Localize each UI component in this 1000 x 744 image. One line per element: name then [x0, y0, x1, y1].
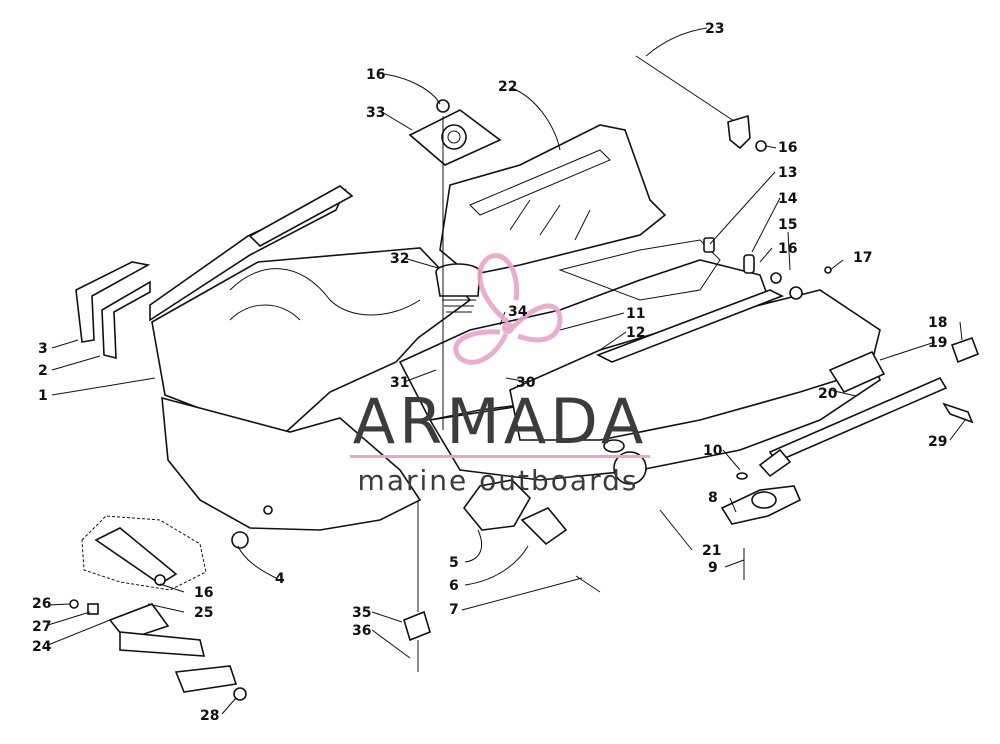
callout-10: 10: [703, 443, 723, 459]
callout-14: 14: [778, 191, 798, 207]
callout-9: 9: [708, 560, 718, 576]
callout-3: 3: [38, 341, 48, 357]
callout-11: 11: [626, 306, 645, 322]
bracket-assembly: [69, 515, 247, 701]
callout-labels: 1 2 3 4 5 6 7 8 9 10 11 12 13 14 15 16 1…: [32, 21, 947, 724]
belly-pan-assembly: [149, 124, 881, 549]
callout-30: 30: [516, 375, 536, 391]
right-rail-parts: [596, 289, 980, 478]
callout-4: 4: [275, 571, 285, 587]
callout-20: 20: [818, 386, 838, 402]
callout-15: 15: [778, 217, 797, 233]
leader-lines: [47, 27, 966, 715]
watermark-tagline: marine outboards: [358, 464, 639, 497]
cable-parts: [462, 479, 601, 593]
callout-27: 27: [32, 619, 51, 635]
callout-22: 22: [498, 79, 517, 95]
callout-17: 17: [853, 250, 872, 266]
callout-7: 7: [449, 602, 459, 618]
callout-13: 13: [778, 165, 797, 181]
callout-2: 2: [38, 363, 48, 379]
callout-28: 28: [200, 708, 219, 724]
callout-21: 21: [702, 543, 721, 559]
callout-25: 25: [194, 605, 213, 621]
callout-18: 18: [928, 315, 947, 331]
callout-16-d: 16: [194, 585, 213, 601]
callout-23: 23: [705, 21, 724, 37]
propeller-logo-icon: [453, 253, 563, 365]
callout-5: 5: [449, 555, 459, 571]
callout-34: 34: [508, 304, 528, 320]
callout-8: 8: [708, 490, 718, 506]
bottom-hardware: [403, 500, 431, 672]
callout-12: 12: [626, 325, 645, 341]
callout-6: 6: [449, 578, 459, 594]
callout-31: 31: [390, 375, 409, 391]
callout-16-a: 16: [366, 67, 385, 83]
armada-watermark: ARMADA marine outboards: [350, 253, 650, 497]
rail-parts: [75, 261, 151, 360]
callout-26: 26: [32, 596, 51, 612]
callout-29: 29: [928, 434, 947, 450]
callout-33: 33: [366, 105, 385, 121]
watermark-brand: ARMADA: [353, 385, 647, 458]
watermark-divider: [350, 455, 650, 458]
callout-35: 35: [352, 605, 371, 621]
callout-32: 32: [390, 251, 409, 267]
callout-16-b: 16: [778, 140, 797, 156]
callout-1: 1: [38, 388, 48, 404]
callout-24: 24: [32, 639, 52, 655]
callout-16-c: 16: [778, 241, 797, 257]
callout-19: 19: [928, 335, 947, 351]
callout-36: 36: [352, 623, 371, 639]
hardware-parts: [635, 55, 832, 580]
